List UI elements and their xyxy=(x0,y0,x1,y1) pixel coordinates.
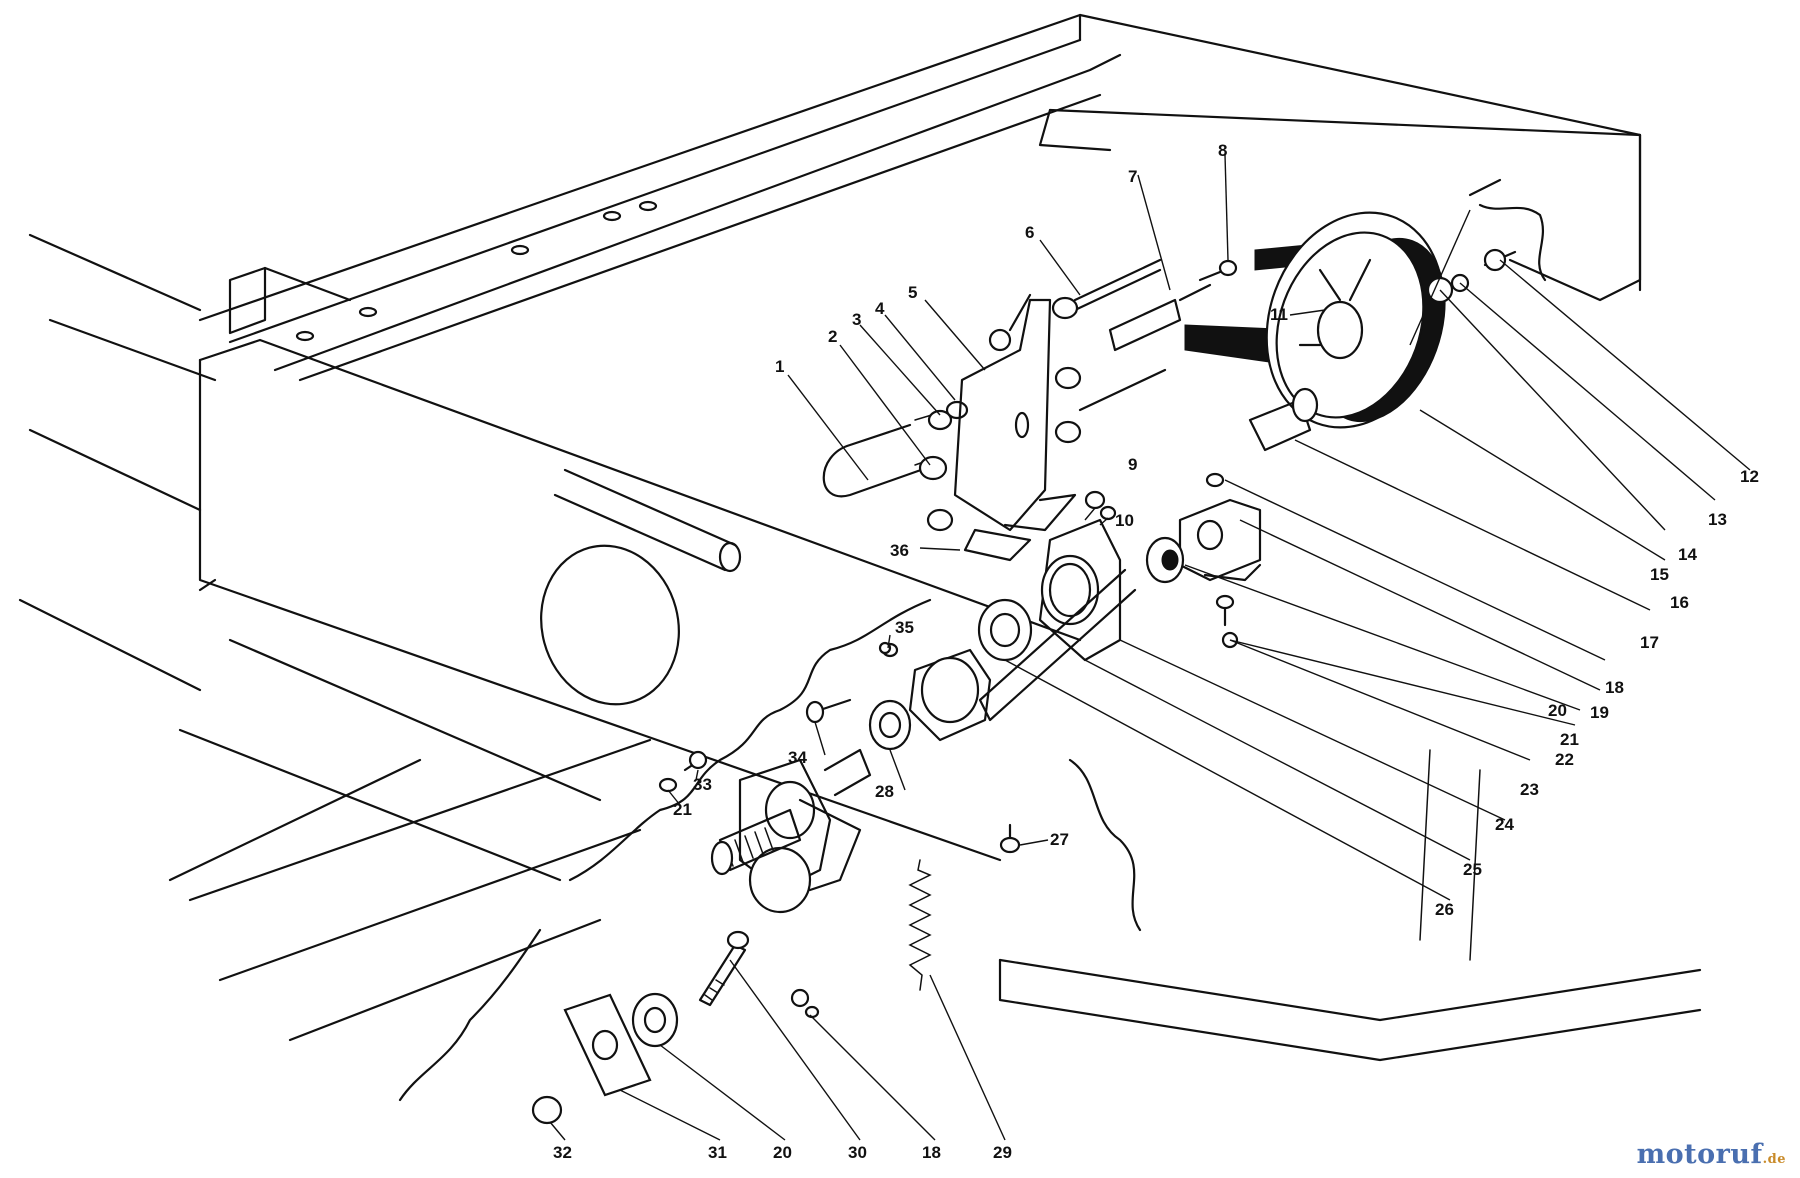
watermark-tld: .de xyxy=(1762,1152,1786,1167)
callout-34: 34 xyxy=(788,748,807,767)
watermark-logo: motoruf.de xyxy=(1637,1139,1786,1170)
nut-3 xyxy=(927,409,953,431)
callout-9: 9 xyxy=(1128,455,1137,474)
callout-35: 35 xyxy=(895,618,914,637)
callout-33: 33 xyxy=(693,775,712,794)
callout-6: 6 xyxy=(1025,223,1034,242)
callout-15: 15 xyxy=(1650,565,1669,584)
callout-4: 4 xyxy=(875,299,885,318)
callout-21: 21 xyxy=(1560,730,1579,749)
callout-10: 10 xyxy=(1115,511,1134,530)
callout-29: 29 xyxy=(993,1143,1012,1162)
deck-frame xyxy=(18,13,1702,1102)
callout-8: 8 xyxy=(1218,141,1227,160)
u-bolt xyxy=(822,423,937,498)
callout-25: 25 xyxy=(1463,860,1482,879)
bolt-6-lower xyxy=(1078,368,1167,412)
callout-28: 28 xyxy=(875,782,894,801)
bracket xyxy=(953,298,1052,532)
callout-16: 16 xyxy=(1670,593,1689,612)
washer-4 xyxy=(945,400,969,420)
parts xyxy=(531,211,1517,1125)
callout-36: 36 xyxy=(890,541,909,560)
callout-22: 22 xyxy=(1555,750,1574,769)
bolt-6-upper xyxy=(1073,258,1162,302)
callout-19: 19 xyxy=(1590,703,1609,722)
callout-27: 27 xyxy=(1050,830,1069,849)
callout-31: 31 xyxy=(708,1143,727,1162)
callout-26: 26 xyxy=(1435,900,1454,919)
callout-5: 5 xyxy=(908,283,917,302)
callout-17: 17 xyxy=(1640,633,1659,652)
callout-18-bottom: 18 xyxy=(922,1143,941,1162)
callout-18: 18 xyxy=(1605,678,1624,697)
callout-12: 12 xyxy=(1740,467,1759,486)
callout-21-left: 21 xyxy=(673,800,692,819)
callout-20: 20 xyxy=(1548,701,1567,720)
watermark-text: motoruf xyxy=(1636,1139,1763,1170)
callout-32: 32 xyxy=(553,1143,572,1162)
callout-14: 14 xyxy=(1678,545,1697,564)
callout-7: 7 xyxy=(1128,167,1137,186)
spring xyxy=(908,859,932,991)
leader-lines xyxy=(549,154,1751,1141)
callout-1: 1 xyxy=(775,357,784,376)
callout-labels: 1 2 3 4 5 6 7 8 9 10 11 12 13 14 15 16 1… xyxy=(553,141,1759,1162)
callout-30: 30 xyxy=(848,1143,867,1162)
callout-13: 13 xyxy=(1708,510,1727,529)
callout-3: 3 xyxy=(852,310,861,329)
callout-24: 24 xyxy=(1495,815,1514,834)
callout-11: 11 xyxy=(1270,305,1288,324)
callout-2: 2 xyxy=(828,327,837,346)
callout-23: 23 xyxy=(1520,780,1539,799)
nut-2 xyxy=(918,455,948,481)
callout-20-bottom: 20 xyxy=(773,1143,792,1162)
nut-36 xyxy=(926,508,954,532)
